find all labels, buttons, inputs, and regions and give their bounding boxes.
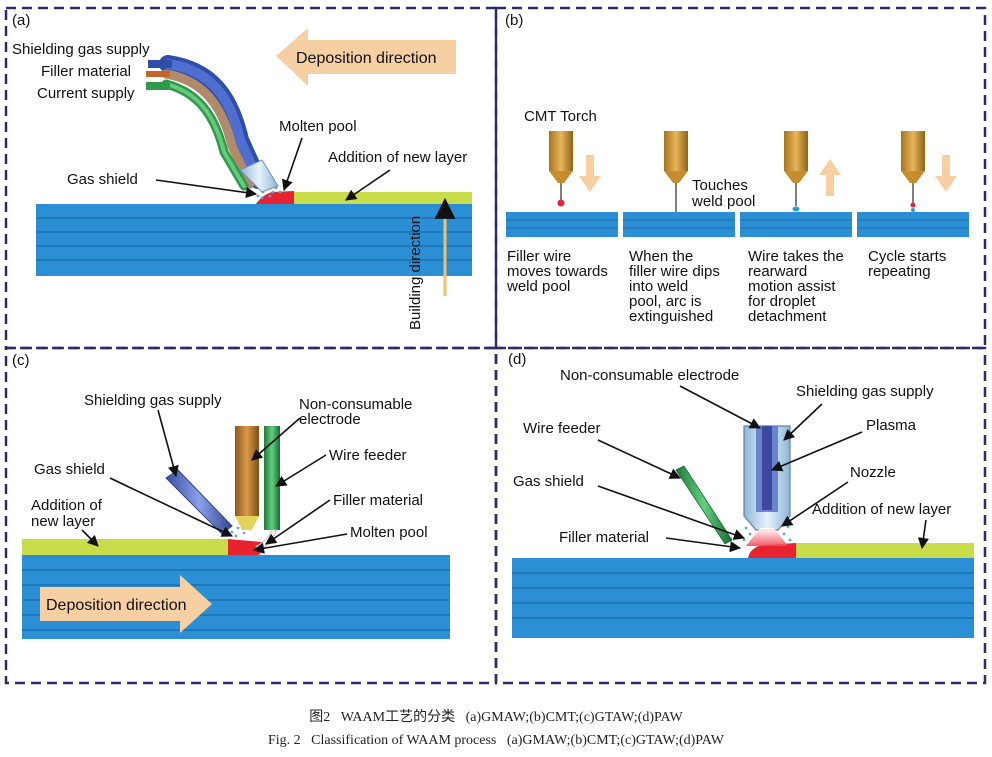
label-filler-material-c: Filler material xyxy=(333,492,423,509)
new-layer-d xyxy=(796,543,974,558)
label-wire-feeder-d: Wire feeder xyxy=(523,420,601,437)
cmt-torch-4 xyxy=(901,131,957,212)
step-4-text: Cycle starts repeating xyxy=(868,248,946,280)
torch-nozzle-a xyxy=(239,159,279,193)
svg-text:pool, arc is: pool, arc is xyxy=(629,293,702,310)
gmaw-torch xyxy=(159,55,267,191)
svg-text:Cycle starts: Cycle starts xyxy=(868,248,946,265)
new-layer-c xyxy=(22,539,228,555)
label-deposition-direction-c: Deposition direction xyxy=(46,597,187,614)
label-plasma: Plasma xyxy=(866,417,917,434)
plasma-jet xyxy=(746,528,788,546)
svg-text:repeating: repeating xyxy=(868,263,931,280)
label-non-consumable-electrode-c-2: electrode xyxy=(299,411,361,428)
label-gas-shield-c: Gas shield xyxy=(34,461,105,478)
svg-text:motion assist: motion assist xyxy=(748,278,836,295)
step-3-text: Wire takes the rearward motion assist fo… xyxy=(748,248,844,325)
svg-text:weld pool: weld pool xyxy=(506,278,570,295)
label-shielding-gas-supply-a: Shielding gas supply xyxy=(12,41,150,58)
svg-text:for droplet: for droplet xyxy=(748,293,816,310)
deposition-arrow-c xyxy=(40,575,212,633)
label-gas-shield-d: Gas shield xyxy=(513,473,584,490)
panel-d-paw: (d) Non-consumable electrode Shielding g… xyxy=(508,351,974,638)
label-nozzle: Nozzle xyxy=(850,464,896,481)
deposition-arrow-a xyxy=(276,28,456,86)
svg-text:extinguished: extinguished xyxy=(629,308,713,325)
wire-feeder-d xyxy=(675,465,733,545)
label-molten-pool-c: Molten pool xyxy=(350,524,428,541)
label-filler-material-a: Filler material xyxy=(41,63,131,80)
label-shielding-gas-supply-d: Shielding gas supply xyxy=(796,383,934,400)
label-touches: Touches xyxy=(692,177,748,194)
wire-feeder-c xyxy=(264,426,280,530)
new-layer-a xyxy=(290,192,472,204)
label-non-consumable-electrode-d: Non-consumable electrode xyxy=(560,367,739,384)
label-wire-feeder-c: Wire feeder xyxy=(329,447,407,464)
label-addition-of-new-layer-c-1: Addition of xyxy=(31,497,103,514)
shielding-gas-tube-c xyxy=(165,469,233,535)
label-building-direction: Building direction xyxy=(407,216,424,330)
molten-pool-d xyxy=(748,543,796,558)
label-deposition-direction-a: Deposition direction xyxy=(296,50,437,67)
label-gas-shield-a: Gas shield xyxy=(67,171,138,188)
non-consumable-electrode-c xyxy=(235,426,259,516)
label-shielding-gas-supply-c: Shielding gas supply xyxy=(84,392,222,409)
cmt-torch-3 xyxy=(784,131,841,212)
svg-text:into weld: into weld xyxy=(629,278,688,295)
svg-text:rearward: rearward xyxy=(748,263,807,280)
svg-text:detachment: detachment xyxy=(748,308,827,325)
substrate-a xyxy=(36,204,472,276)
panel-d-tag: (d) xyxy=(508,351,526,368)
svg-text:Filler wire: Filler wire xyxy=(507,248,571,265)
label-addition-of-new-layer-d: Addition of new layer xyxy=(812,501,951,518)
waam-figure: (a) Shielding xyxy=(4,6,987,685)
panel-a-gmaw: (a) Shielding xyxy=(12,12,472,330)
panel-c-gtaw: (c) Shielding gas supply Non-consumable … xyxy=(12,352,450,639)
svg-text:Wire takes the: Wire takes the xyxy=(748,248,844,265)
panel-b-tag: (b) xyxy=(505,12,523,29)
label-cmt-torch: CMT Torch xyxy=(524,108,597,125)
cmt-torch-1 xyxy=(549,131,601,207)
svg-text:When the: When the xyxy=(629,248,693,265)
panel-b-cmt: (b) xyxy=(505,12,969,325)
label-weld-pool: weld pool xyxy=(691,193,755,210)
caption-chinese: 图2 WAAM工艺的分类 (a)GMAW;(b)CMT;(c)GTAW;(d)P… xyxy=(309,710,683,725)
label-non-consumable-electrode-c-1: Non-consumable xyxy=(299,396,412,413)
step-2-text: When the filler wire dips into weld pool… xyxy=(629,248,720,325)
svg-text:moves towards: moves towards xyxy=(507,263,608,280)
label-filler-material-d: Filler material xyxy=(559,529,649,546)
label-molten-pool-a: Molten pool xyxy=(279,118,357,135)
molten-pool-a xyxy=(256,191,294,204)
svg-text:filler wire dips: filler wire dips xyxy=(629,263,720,280)
label-addition-of-new-layer-a: Addition of new layer xyxy=(328,149,467,166)
substrate-b xyxy=(506,210,969,239)
label-addition-of-new-layer-c-2: new layer xyxy=(31,513,95,530)
step-1-text: Filler wire moves towards weld pool xyxy=(506,248,608,295)
substrate-d xyxy=(512,558,974,638)
cmt-torch-2 xyxy=(664,131,688,212)
panel-c-tag: (c) xyxy=(12,352,30,369)
panel-frames xyxy=(4,6,987,685)
caption-english: Fig. 2 Classification of WAAM process (a… xyxy=(267,733,725,748)
label-current-supply-a: Current supply xyxy=(37,85,135,102)
panel-a-tag: (a) xyxy=(12,12,30,29)
